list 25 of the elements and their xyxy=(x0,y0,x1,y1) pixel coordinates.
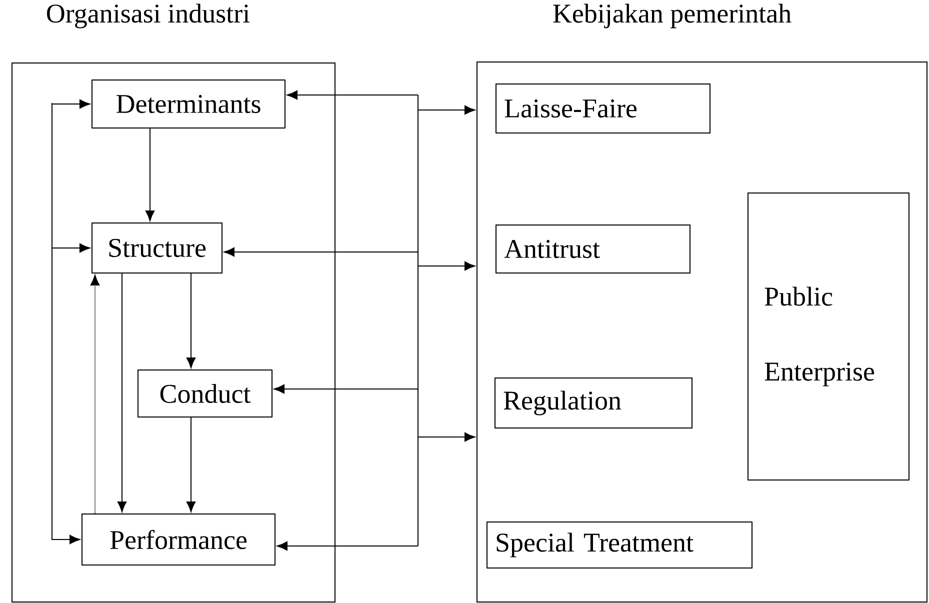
arrow xyxy=(52,102,80,544)
arrow xyxy=(276,541,418,551)
arrow xyxy=(117,273,127,512)
process-box: Performance xyxy=(82,514,276,566)
arrow xyxy=(145,128,155,222)
policy-box: Laisse-Faire xyxy=(496,84,710,134)
policy-box: Public Enterprise xyxy=(748,192,910,480)
arrow xyxy=(274,384,418,394)
arrow xyxy=(224,247,418,257)
arrow xyxy=(90,274,100,514)
panel-heading: Organisasi industri xyxy=(47,4,250,28)
process-box: Structure xyxy=(92,222,222,274)
arrow xyxy=(418,261,476,271)
arrow xyxy=(286,90,418,100)
arrow xyxy=(186,417,196,512)
process-box: Conduct xyxy=(138,370,272,418)
policy-box: Antitrust xyxy=(496,224,690,274)
panel-heading: Kebijakan pemerintah xyxy=(553,4,792,28)
policy-box: Special Treatment xyxy=(486,522,752,568)
process-box: Determinants xyxy=(92,80,286,128)
policy-box: Regulation xyxy=(494,378,692,428)
arrow xyxy=(186,273,196,368)
arrow xyxy=(418,432,476,442)
arrow xyxy=(418,105,476,115)
arrow xyxy=(52,99,90,109)
